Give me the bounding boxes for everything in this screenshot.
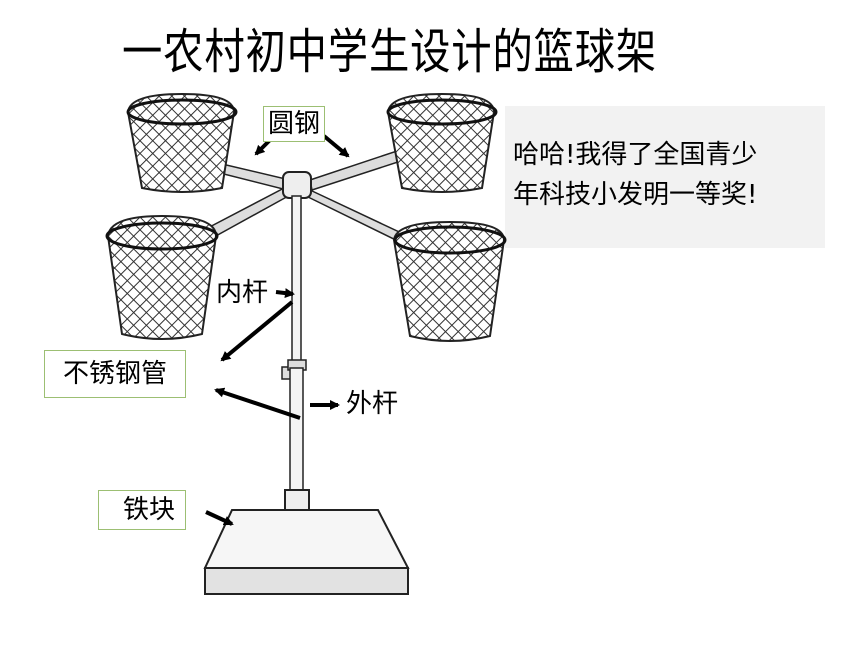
basket-top-right [386, 92, 498, 193]
basket-bottom-right [392, 220, 507, 342]
speech-line-2: 年科技小发明一等奖! [513, 180, 758, 210]
page-title: 一农村初中学生设计的篮球架 [122, 24, 658, 80]
inner-rod [291, 195, 302, 365]
basket-bottom-left [105, 214, 219, 340]
arrow-inner-rod [275, 288, 295, 299]
arrow-pipe-lower [214, 387, 301, 420]
arrow-iron-block [205, 510, 234, 526]
label-outer-rod: 外杆 [346, 389, 399, 419]
iron-base [203, 509, 410, 595]
label-stainless-pipe: 不锈钢管 [44, 350, 187, 398]
speech-box: 哈哈!我得了全国青少 年科技小发明一等奖! [505, 106, 825, 248]
speech-line-1: 哈哈!我得了全国青少 [513, 140, 758, 170]
basket-top-left [126, 92, 238, 193]
label-inner-rod: 内杆 [216, 278, 269, 308]
label-round-steel: 圆钢 [263, 106, 326, 142]
label-iron-block: 铁块 [98, 490, 187, 530]
arm-top-right [309, 149, 405, 191]
outer-rod [289, 367, 304, 493]
arrow-steel-right [322, 134, 350, 158]
center-hub [282, 171, 312, 199]
arrow-pipe-upper [220, 300, 294, 362]
